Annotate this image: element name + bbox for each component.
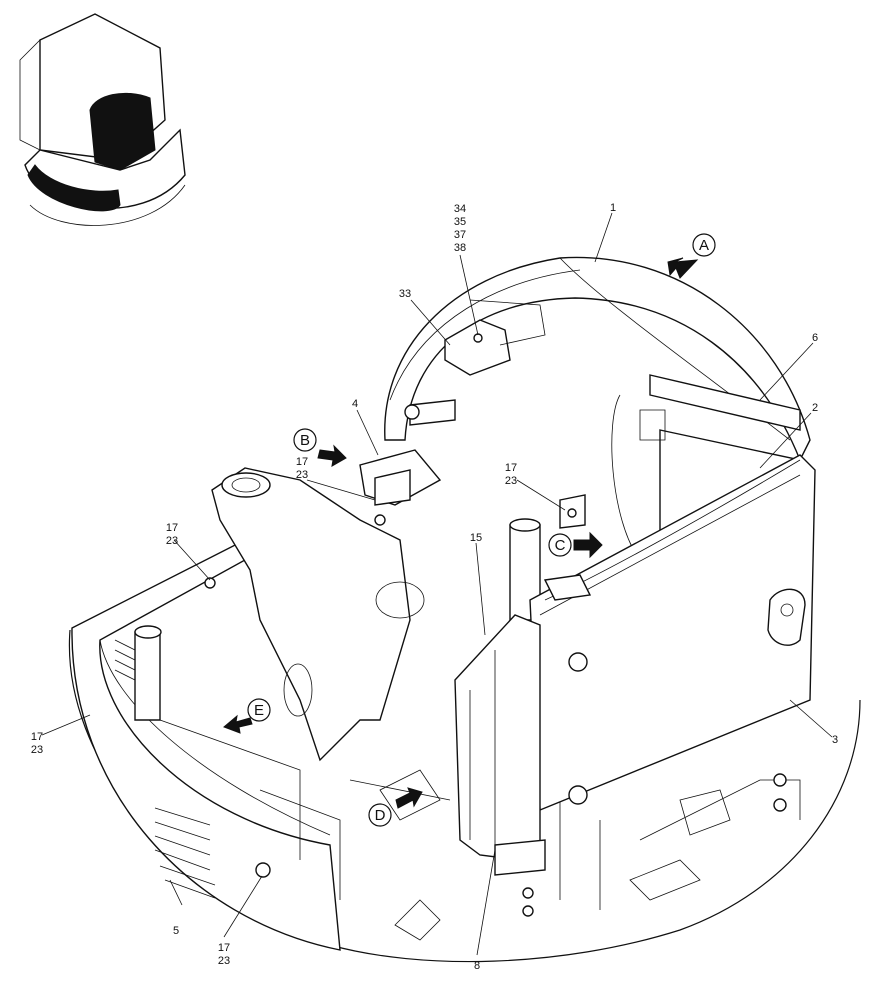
upper-structure bbox=[68, 467, 861, 963]
view-e-label: E bbox=[254, 702, 264, 719]
canopy-cover bbox=[384, 256, 811, 462]
callout-33: 33 bbox=[399, 288, 411, 300]
callout-17-cw: 17 bbox=[31, 731, 43, 743]
callout-17-b: 17 bbox=[296, 456, 308, 468]
view-a-label: A bbox=[699, 237, 709, 254]
callout-17-l: 17 bbox=[166, 522, 178, 534]
callout-1: 1 bbox=[610, 202, 616, 214]
callout-labels: 1 2 3 4 5 6 8 15 33 34 35 37 38 17 23 17… bbox=[31, 202, 838, 972]
callout-2: 2 bbox=[812, 402, 818, 414]
callout-4: 4 bbox=[352, 398, 358, 410]
callout-17-bt: 17 bbox=[218, 942, 230, 954]
view-marker-b: B bbox=[293, 428, 317, 452]
side-frame bbox=[454, 614, 546, 917]
callout-3: 3 bbox=[832, 734, 838, 746]
counterweight-grille bbox=[114, 639, 216, 899]
callout-8: 8 bbox=[474, 960, 480, 972]
view-marker-a: A bbox=[692, 233, 716, 257]
view-d-label: D bbox=[375, 807, 386, 824]
callout-37: 37 bbox=[454, 229, 466, 241]
rear-bracket bbox=[649, 374, 801, 431]
callout-5: 5 bbox=[173, 925, 179, 937]
callout-6: 6 bbox=[812, 332, 818, 344]
swing-bracket bbox=[211, 467, 411, 762]
callout-35: 35 bbox=[454, 216, 466, 228]
callout-23-b: 23 bbox=[296, 469, 308, 481]
view-marker-d: D bbox=[368, 803, 392, 827]
callout-23-cw: 23 bbox=[31, 744, 43, 756]
callout-23-c: 23 bbox=[505, 475, 517, 487]
view-marker-e: E bbox=[247, 698, 271, 722]
locator-thumbnail bbox=[19, 13, 186, 226]
leader-lines bbox=[41, 212, 833, 956]
callout-17-c: 17 bbox=[505, 462, 517, 474]
view-c-label: C bbox=[555, 537, 566, 554]
canopy-latch bbox=[444, 319, 511, 376]
callout-23-l: 23 bbox=[166, 535, 178, 547]
callout-34: 34 bbox=[454, 203, 466, 215]
view-marker-c: C bbox=[548, 533, 572, 557]
view-arrows bbox=[223, 257, 699, 809]
view-markers: A B C D E bbox=[247, 233, 716, 827]
callout-38: 38 bbox=[454, 242, 466, 254]
front-cover bbox=[529, 454, 816, 812]
view-b-label: B bbox=[300, 432, 310, 449]
callout-15: 15 bbox=[470, 532, 482, 544]
counterweight bbox=[71, 538, 341, 951]
callout-23-bt: 23 bbox=[218, 955, 230, 967]
mounting-plate bbox=[204, 449, 592, 601]
